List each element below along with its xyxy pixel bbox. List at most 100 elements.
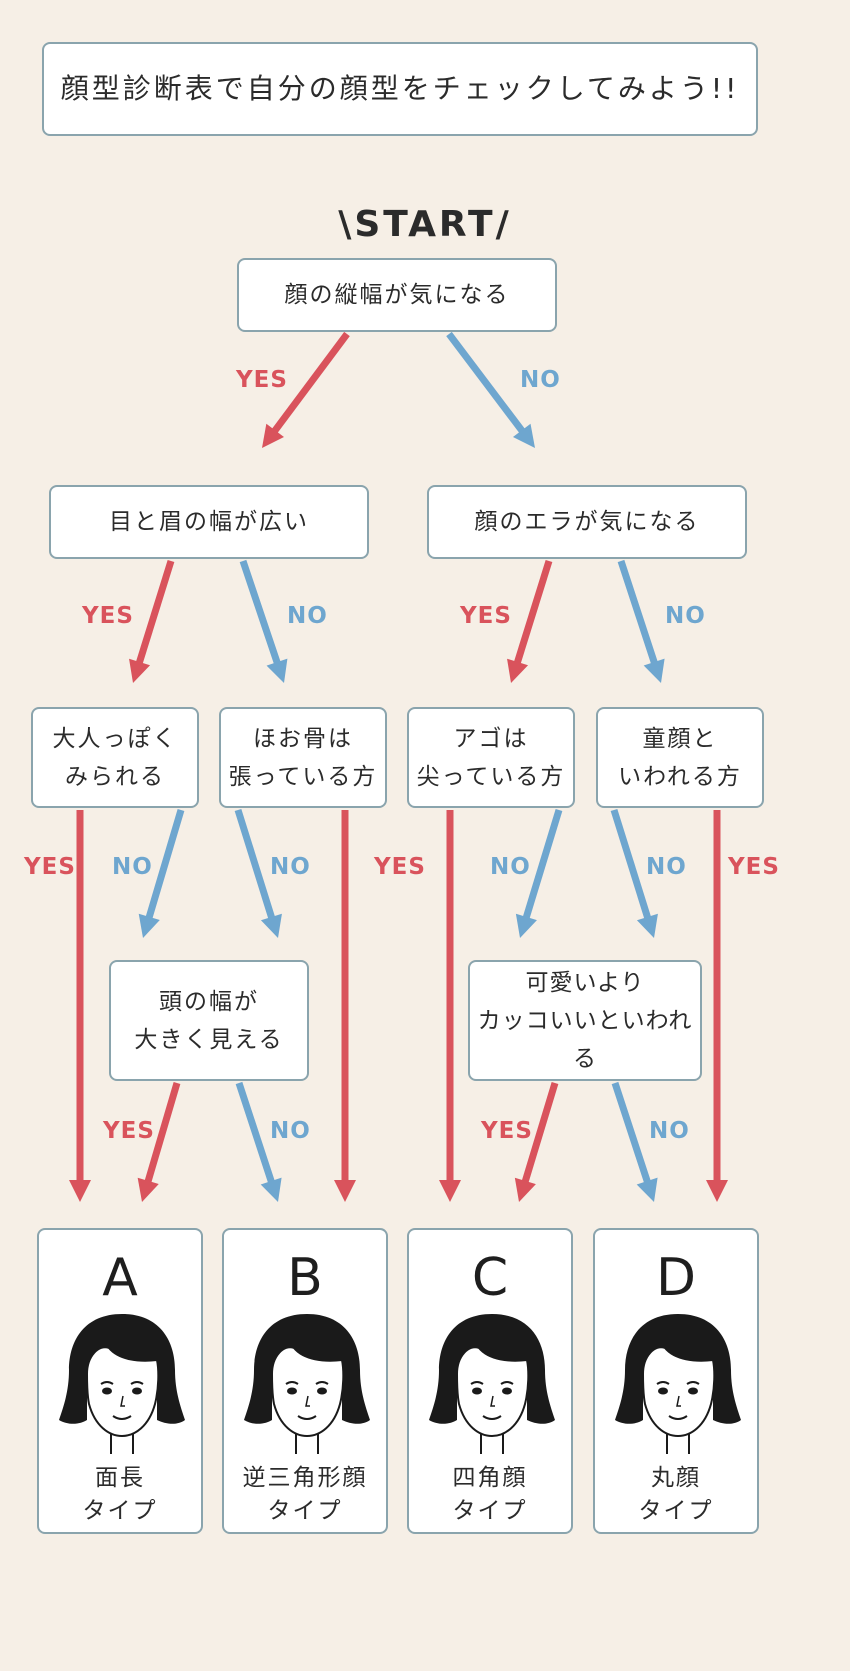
- arrow-shaft: [239, 559, 281, 666]
- arrow-shaft: [271, 331, 350, 435]
- woman-face-illustration: [429, 1314, 555, 1454]
- question-pointed-chin-line2: 尖っている方: [416, 763, 566, 790]
- arrow-yes: [262, 331, 350, 448]
- question-mature-look-line1: 大人っぽく: [52, 725, 178, 752]
- arrow-yes: [514, 1081, 559, 1202]
- arrow-head: [515, 913, 537, 938]
- result-letter: D: [655, 1248, 697, 1308]
- arrow-head: [512, 423, 535, 448]
- arrow-head: [643, 658, 665, 683]
- arrow-no: [611, 1081, 658, 1202]
- arrow-head: [514, 1177, 536, 1202]
- no-label: NO: [112, 854, 153, 880]
- yes-label: YES: [481, 1118, 533, 1144]
- arrow-no: [235, 1081, 282, 1202]
- arrow-yes: [439, 810, 461, 1202]
- arrow-head: [266, 658, 288, 683]
- arrow-head: [260, 1177, 282, 1202]
- question-mature-look: 大人っぽくみられる: [31, 707, 199, 808]
- question-jaw-angle-text: 顔のエラが気になる: [474, 509, 700, 535]
- question-cheekbone-line1: ほお骨は: [252, 725, 353, 752]
- question-cool-vs-cute: 可愛いよりカッコいいといわれる: [468, 960, 702, 1081]
- question-jaw-angle: 顔のエラが気になる: [427, 485, 747, 559]
- arrow-no: [239, 559, 288, 683]
- arrow-no: [515, 808, 563, 938]
- no-label: NO: [665, 603, 706, 629]
- no-label: NO: [646, 854, 687, 880]
- arrow-no: [234, 808, 282, 938]
- result-label: 四角顔 タイプ: [409, 1462, 571, 1528]
- arrow-shaft: [446, 331, 526, 435]
- question-cool-vs-cute-line2: カッコいいといわれる: [477, 1007, 693, 1072]
- no-label: NO: [649, 1118, 690, 1144]
- arrow-shaft: [610, 808, 652, 920]
- arrow-yes: [137, 1082, 181, 1202]
- arrow-shaft: [611, 1081, 652, 1185]
- result-type-name: 四角顔: [452, 1465, 528, 1491]
- no-label: NO: [270, 854, 311, 880]
- result-type-suffix: タイプ: [82, 1498, 158, 1524]
- arrow-head: [260, 913, 282, 938]
- question-head-width-line1: 頭の幅が: [159, 988, 259, 1015]
- result-letter: C: [471, 1248, 509, 1308]
- result-type-suffix: タイプ: [452, 1498, 528, 1524]
- arrow-yes: [507, 559, 553, 683]
- no-label: NO: [270, 1118, 311, 1144]
- yes-label: YES: [728, 854, 780, 880]
- arrow-shaft: [235, 1081, 276, 1185]
- result-type-name: 面長: [95, 1465, 145, 1491]
- result-label: 丸顔 タイプ: [595, 1462, 757, 1528]
- result-type-name: 逆三角形顔: [242, 1465, 368, 1491]
- result-label: 面長 タイプ: [39, 1462, 201, 1528]
- no-label: NO: [520, 367, 561, 393]
- arrow-shaft: [513, 559, 553, 665]
- arrow-shaft: [522, 808, 563, 920]
- arrow-shaft: [521, 1081, 559, 1184]
- arrow-head: [706, 1180, 728, 1202]
- arrow-no: [138, 809, 185, 938]
- yes-label: YES: [103, 1118, 155, 1144]
- no-label: NO: [287, 603, 328, 629]
- result-card-c: C 四角顔 タイプ: [407, 1228, 573, 1534]
- arrow-head: [138, 913, 160, 938]
- yes-label: YES: [82, 603, 134, 629]
- question-eye-brow-width-text: 目と眉の幅が広い: [109, 509, 309, 535]
- arrow-yes: [129, 559, 175, 683]
- woman-face-illustration: [615, 1314, 741, 1454]
- question-cool-vs-cute-line1: 可愛いより: [525, 969, 645, 996]
- result-card-a: A 面長 タイプ: [37, 1228, 203, 1534]
- arrow-no: [446, 331, 535, 448]
- arrow-shaft: [144, 1082, 181, 1184]
- arrow-shaft: [234, 808, 276, 920]
- arrow-no: [617, 559, 665, 683]
- question-cheekbone: ほお骨は張っている方: [219, 707, 387, 808]
- yes-label: YES: [236, 367, 288, 393]
- result-type-name: 丸顔: [651, 1465, 701, 1491]
- result-card-b: B 逆三角形顔 タイプ: [222, 1228, 388, 1534]
- start-label: \START/: [338, 204, 512, 245]
- arrow-head: [636, 913, 658, 938]
- woman-face-illustration: [244, 1314, 370, 1454]
- page-title: 顔型診断表で自分の顔型をチェックしてみよう!!: [60, 72, 740, 105]
- question-head-width: 頭の幅が大きく見える: [109, 960, 309, 1081]
- arrow-head: [439, 1180, 461, 1202]
- arrow-head: [129, 658, 151, 683]
- arrow-head: [507, 658, 529, 683]
- result-letter: B: [287, 1248, 323, 1308]
- question-cheekbone-line2: 張っている方: [228, 763, 378, 790]
- question-babyface: 童顔といわれる方: [596, 707, 764, 808]
- yes-label: YES: [374, 854, 426, 880]
- question-pointed-chin: アゴは尖っている方: [407, 707, 575, 808]
- question-head-width-line2: 大きく見える: [134, 1026, 284, 1053]
- result-letter: A: [102, 1248, 138, 1308]
- arrow-yes: [706, 810, 728, 1202]
- arrow-no: [610, 808, 658, 938]
- question-face-length: 顔の縦幅が気になる: [237, 258, 557, 332]
- yes-label: YES: [460, 603, 512, 629]
- result-label: 逆三角形顔 タイプ: [224, 1462, 386, 1528]
- arrow-head: [334, 1180, 356, 1202]
- arrow-shaft: [135, 559, 175, 665]
- arrow-shaft: [617, 559, 659, 666]
- result-type-suffix: タイプ: [638, 1498, 714, 1524]
